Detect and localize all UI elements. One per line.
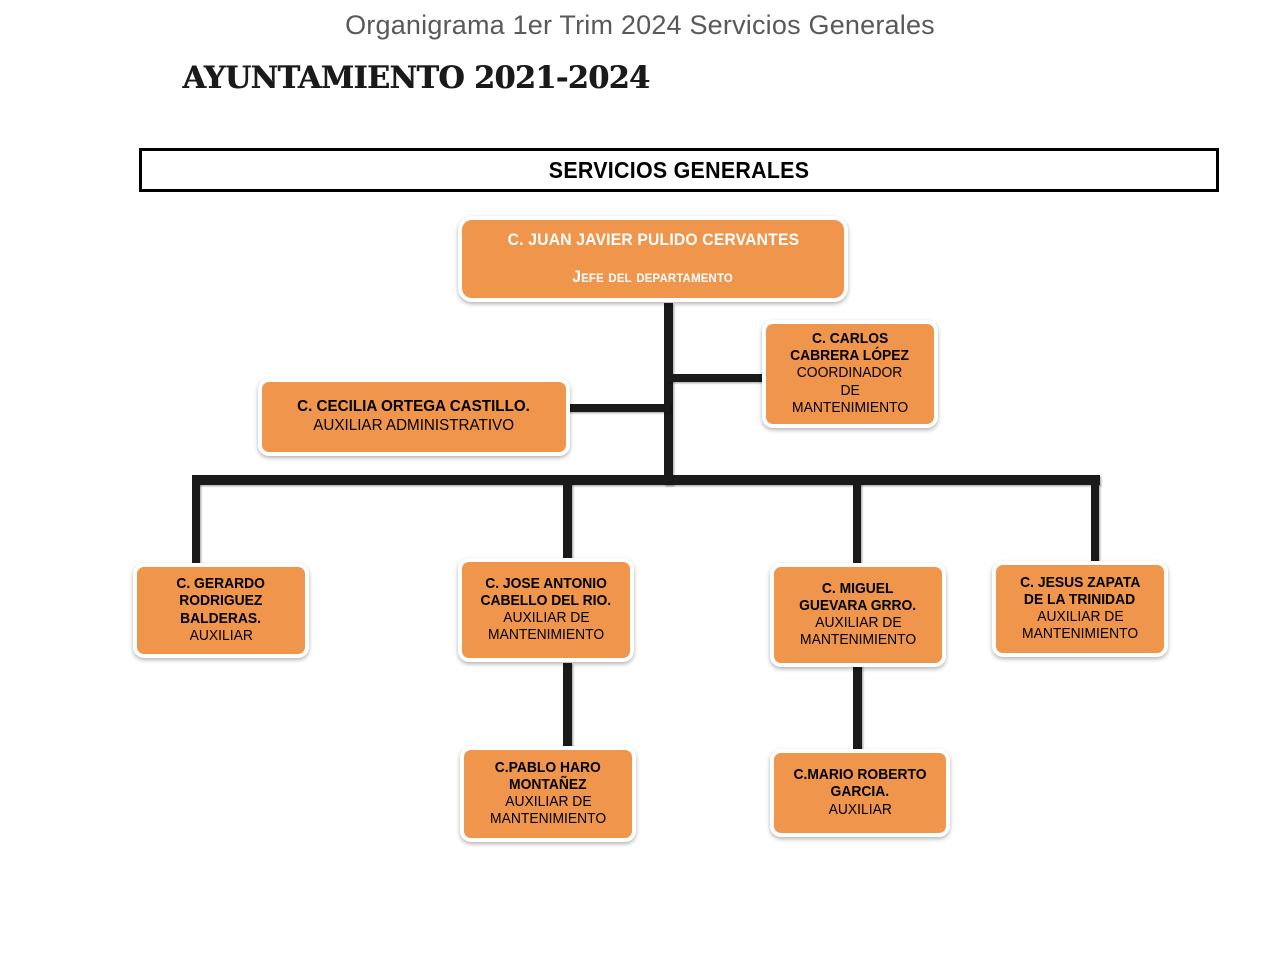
node-pablo-role-line2: MANTENIMIENTO [489,811,607,828]
connector-director-spine [664,303,673,485]
node-gerardo-role: AUXILIAR [189,627,253,644]
node-director-role: Jefe del departamento [572,267,734,286]
connector-drop-gerardo [192,483,200,565]
administration-title: AYUNTAMIENTO 2021-2024 [183,60,651,96]
department-header-box: SERVICIOS GENERALES [139,148,1219,192]
node-carlos-role-line3: MANTENIMIENTO [791,399,909,416]
node-gerardo-name-line3: BALDERAS. [180,610,262,627]
node-pablo-name-line2: MONTAÑEZ [509,776,587,793]
node-jose-role-line1: AUXILIAR DE [502,610,590,626]
node-carlos-name-line2: CABRERA LÓPEZ [790,348,910,365]
node-gerardo-name-line2: RODRIGUEZ [179,593,263,610]
node-jesus-role-line1: AUXILIAR DE [1036,609,1124,625]
node-jose-name-line2: CABELLO DEL RIO. [480,592,612,609]
node-jesus-name-line1: C. JESUS ZAPATA [1019,574,1141,591]
node-mario-name-line2: GARCIA. [830,784,890,801]
connector-jose-to-pablo [563,663,572,746]
node-cecilia-name: C. CECILIA ORTEGA CASTILLO. [297,398,531,416]
node-mario-roberto-garcia[interactable]: C.MARIO ROBERTO GARCIA. AUXILIAR [770,749,950,837]
department-header-label: SERVICIOS GENERALES [548,156,810,183]
node-miguel-guevara[interactable]: C. MIGUEL GUEVARA GRRO. AUXILIAR DE MANT… [770,563,946,667]
node-jesus-name-line2: DE LA TRINIDAD [1024,591,1136,608]
connector-drop-jose-antonio [563,483,572,561]
node-carlos-role-line1: COORDINADOR [797,365,903,382]
document-title: Organigrama 1er Trim 2024 Servicios Gene… [345,10,935,40]
node-mario-name-line1: C.MARIO ROBERTO [793,767,927,784]
node-pablo-haro[interactable]: C.PABLO HARO MONTAÑEZ AUXILIAR DE MANTEN… [460,746,636,842]
node-director-name: C. JUAN JAVIER PULIDO CERVANTES [507,230,799,249]
node-jose-name-line1: C. JOSE ANTONIO [485,575,607,592]
node-miguel-role-line2: MANTENIMIENTO [799,632,917,649]
node-carlos-name-line1: C. CARLOS [811,331,889,348]
node-carlos-cabrera[interactable]: C. CARLOS CABRERA LÓPEZ COORDINADOR DE M… [762,320,938,428]
connector-to-cecilia [564,404,670,412]
node-carlos-role-line2: DE [840,382,860,399]
node-jose-antonio-cabello[interactable]: C. JOSE ANTONIO CABELLO DEL RIO. AUXILIA… [458,558,634,662]
node-pablo-role-line1: AUXILIAR DE [504,794,592,810]
node-miguel-name-line2: GUEVARA GRRO. [799,597,917,614]
connector-miguel-to-mario [853,660,862,749]
node-director[interactable]: C. JUAN JAVIER PULIDO CERVANTES Jefe del… [458,216,848,302]
node-pablo-name-line1: C.PABLO HARO [494,759,602,776]
connector-to-carlos [668,374,766,382]
node-jesus-zapata[interactable]: C. JESUS ZAPATA DE LA TRINIDAD AUXILIAR … [992,561,1168,657]
connector-horizontal-bus [192,475,1100,485]
node-mario-role: AUXILIAR [828,801,892,818]
node-miguel-name-line1: C. MIGUEL [822,580,894,597]
node-cecilia-role: AUXILIAR ADMINISTRATIVO [313,417,515,434]
node-jose-role-line2: MANTENIMIENTO [487,627,605,644]
node-gerardo-rodriguez[interactable]: C. GERARDO RODRIGUEZ BALDERAS. AUXILIAR [133,563,309,658]
connector-drop-jesus [1091,483,1099,563]
node-cecilia-ortega[interactable]: C. CECILIA ORTEGA CASTILLO. AUXILIAR ADM… [258,378,570,456]
node-gerardo-name-line1: C. GERARDO [176,576,266,593]
node-jesus-role-line2: MANTENIMIENTO [1021,626,1139,643]
node-miguel-role-line1: AUXILIAR DE [814,615,902,631]
connector-drop-miguel [853,483,861,563]
